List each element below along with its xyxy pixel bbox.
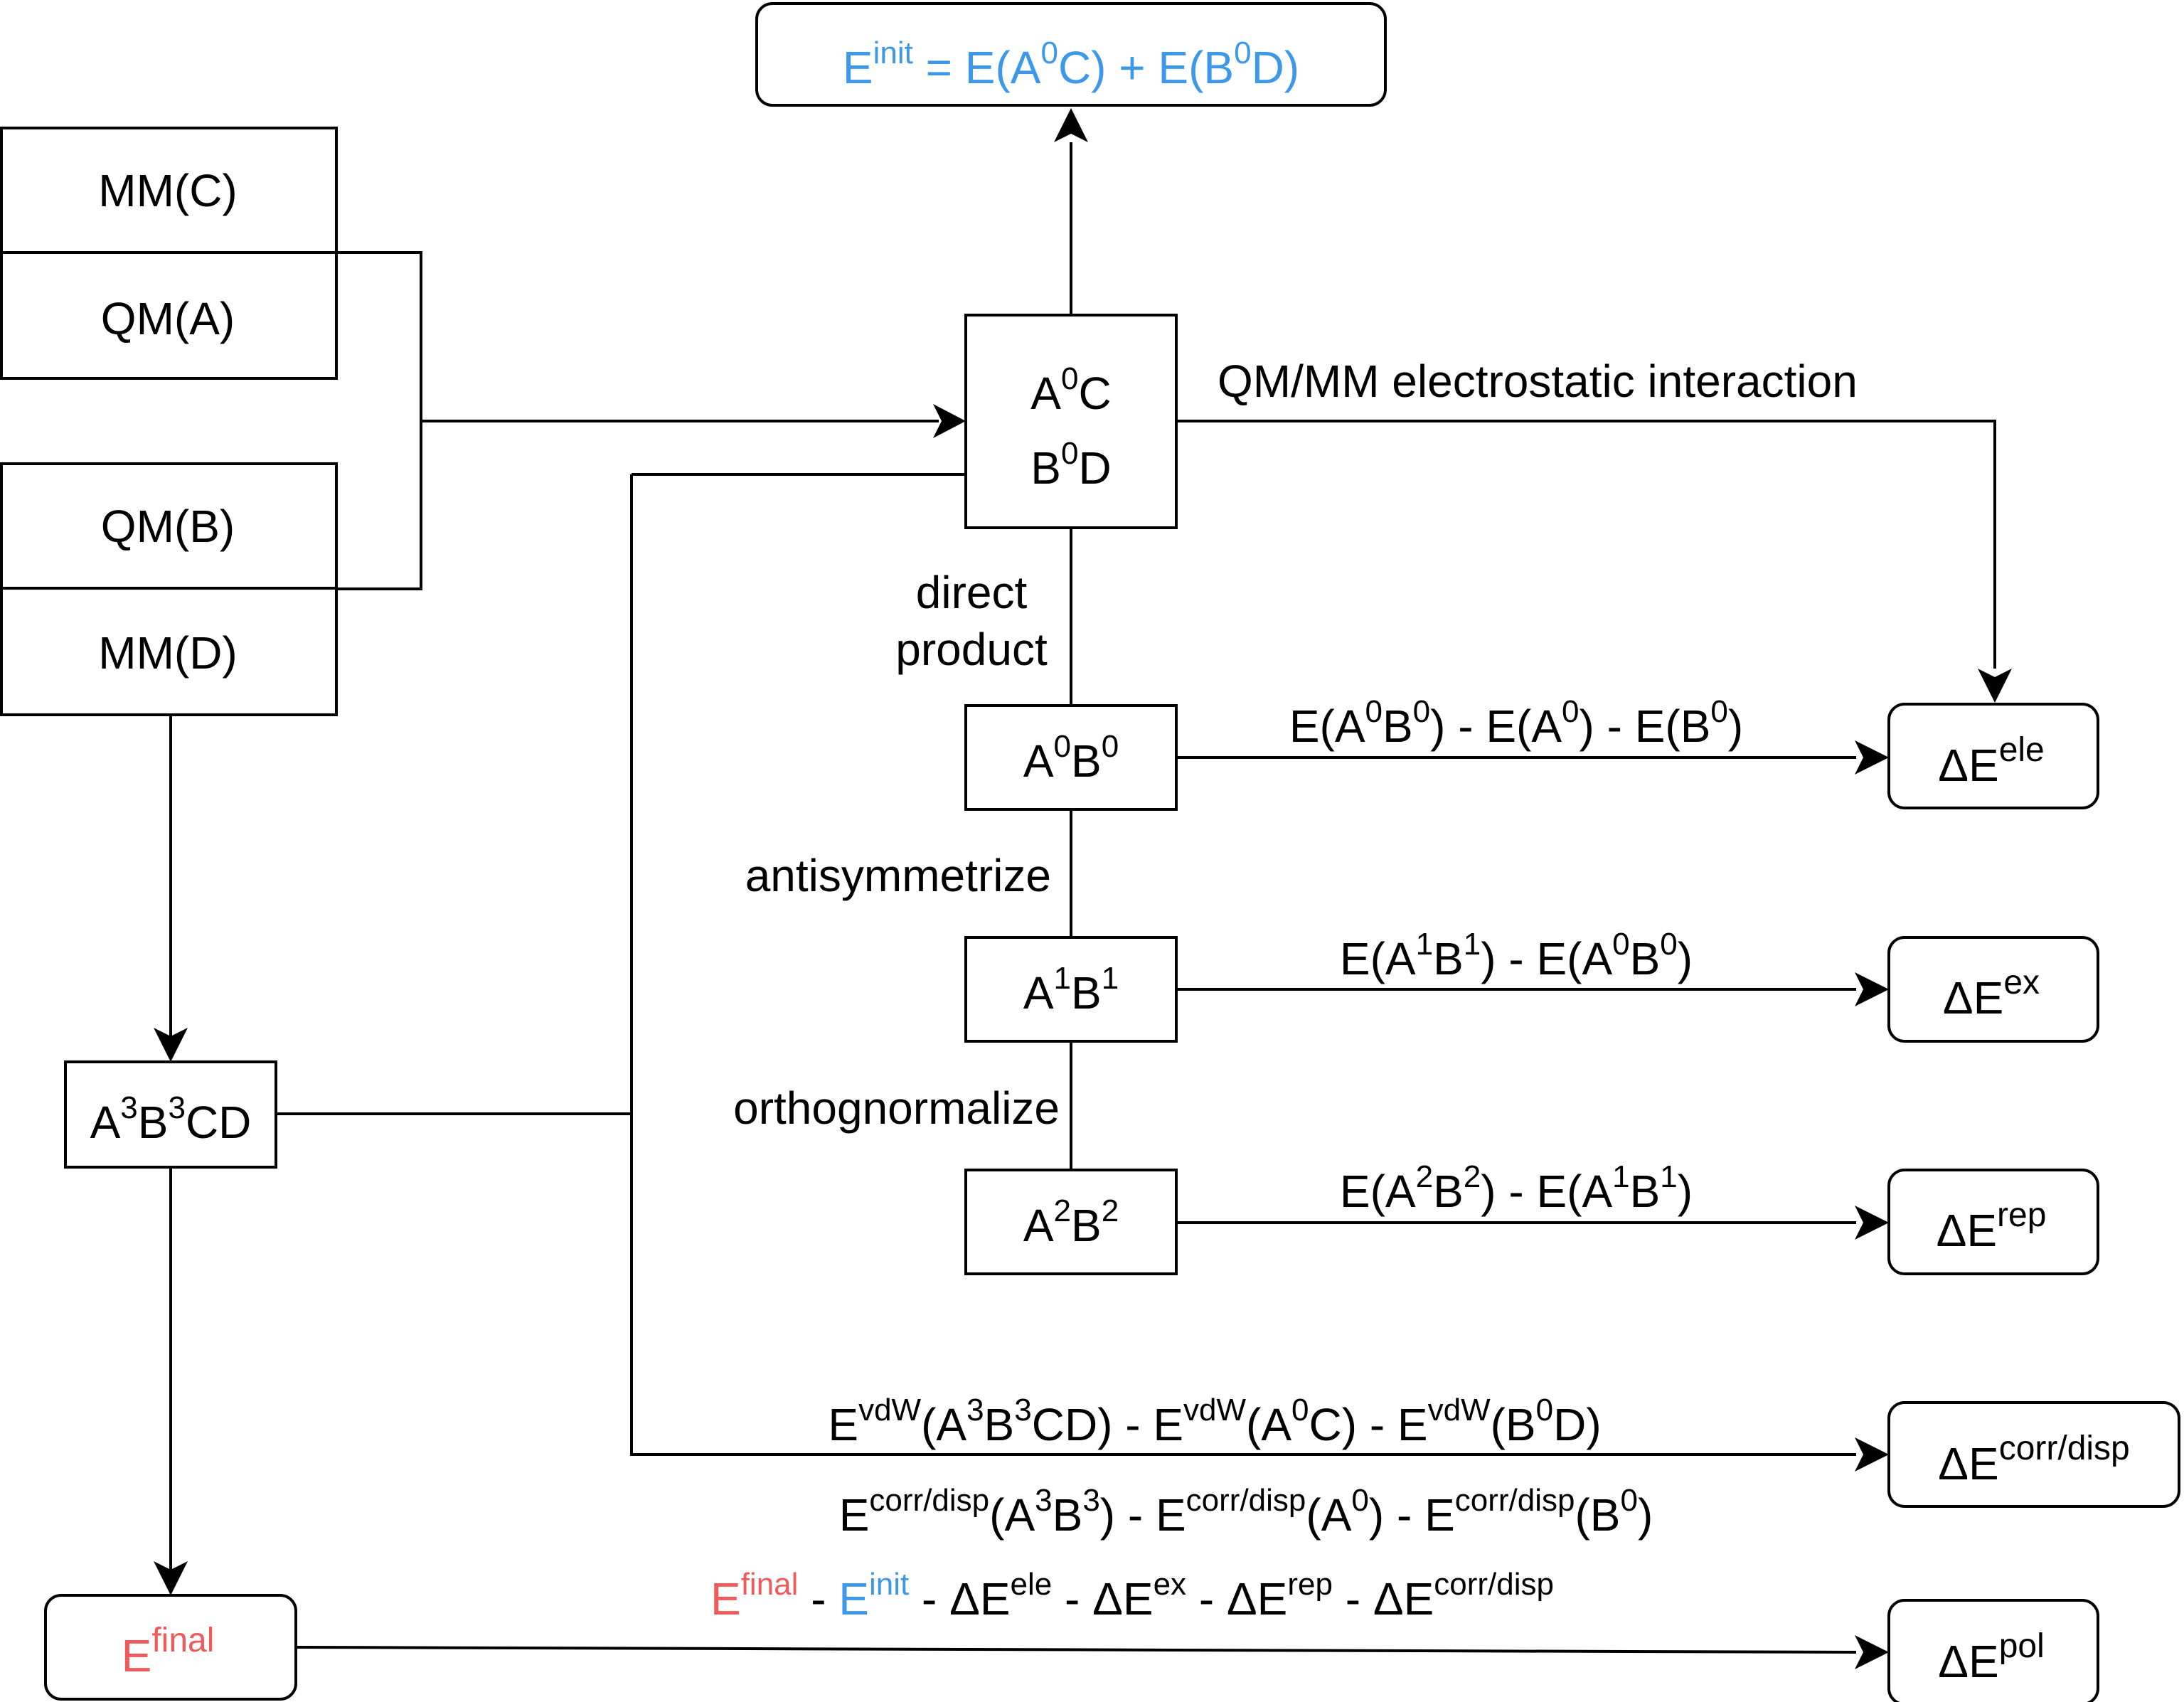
edge-bus-vertical bbox=[630, 474, 1856, 1456]
label-product: product bbox=[895, 624, 1048, 675]
label-a0c: A0C bbox=[1030, 361, 1111, 419]
box-a0c-b0d bbox=[964, 314, 1178, 529]
label-antisymmetrize: antisymmetrize bbox=[745, 850, 1051, 901]
arrowhead-de-pol bbox=[1855, 1635, 1889, 1669]
box-qm-a bbox=[0, 251, 338, 380]
label-vdw-equation: EvdW(A3B3CD) - EvdW(A0C) - EvdW(B0D) bbox=[828, 1393, 1601, 1450]
label-de-pol: ΔEpol bbox=[1938, 1627, 2045, 1687]
label-de-ex: ΔEex bbox=[1943, 964, 2040, 1023]
label-mm-c: MM(C) bbox=[98, 165, 237, 216]
arrowhead-a3b3cd bbox=[154, 1028, 188, 1062]
label-rep-equation: E(A2B2) - E(A1B1) bbox=[1340, 1159, 1693, 1217]
label-a2b2: A2B2 bbox=[1023, 1193, 1119, 1251]
arrowhead-de-ex bbox=[1855, 972, 1889, 1006]
arrowhead-de-ele-top bbox=[1978, 669, 2012, 703]
label-qm-b: QM(B) bbox=[101, 501, 235, 552]
bracket-line bbox=[336, 251, 422, 590]
box-de-ex bbox=[1887, 936, 2099, 1043]
label-corr-equation: Ecorr/disp(A3B3) - Ecorr/disp(A0) - Ecor… bbox=[839, 1483, 1653, 1541]
edge-labels: QM/MM electrostatic interaction direct p… bbox=[710, 356, 1858, 1624]
connectors bbox=[169, 142, 1996, 1654]
box-a2b2 bbox=[964, 1169, 1178, 1275]
arrowhead-einit bbox=[1054, 108, 1088, 142]
label-de-corr: ΔEcorr/disp bbox=[1938, 1430, 2130, 1489]
label-direct: direct bbox=[916, 567, 1028, 618]
arrowhead-a0c bbox=[933, 404, 966, 438]
box-de-corr bbox=[1887, 1401, 2180, 1508]
label-de-ele: ΔEele bbox=[1938, 731, 2045, 791]
box-efinal bbox=[44, 1594, 297, 1701]
arrowhead-de-corr bbox=[1855, 1437, 1889, 1472]
label-ex-equation: E(A1B1) - E(A0B0) bbox=[1340, 927, 1693, 984]
arrowhead-de-rep bbox=[1855, 1206, 1889, 1240]
label-a0b0: A0B0 bbox=[1023, 729, 1119, 787]
label-ele-equation: E(A0B0) - E(A0) - E(B0) bbox=[1289, 694, 1743, 752]
label-a1b1: A1B1 bbox=[1023, 961, 1119, 1018]
label-qm-a: QM(A) bbox=[101, 293, 235, 344]
box-einit bbox=[755, 2, 1387, 107]
label-pol-equation: Efinal - Einit - ΔEele - ΔEex - ΔErep - … bbox=[710, 1567, 1554, 1624]
box-labels: MM(C) QM(A) QM(B) MM(D) Einit = E(A0C) +… bbox=[90, 36, 2130, 1687]
box-a1b1 bbox=[964, 936, 1178, 1043]
arrowheads bbox=[154, 108, 2012, 1669]
label-orthognormalize: orthognormalize bbox=[733, 1083, 1060, 1134]
box-a3b3cd bbox=[64, 1060, 277, 1169]
box-de-rep bbox=[1887, 1169, 2099, 1275]
label-qmmm-electrostatic: QM/MM electrostatic interaction bbox=[1218, 356, 1858, 407]
arrowhead-de-ele bbox=[1855, 740, 1889, 775]
edge-a0c-to-de-ele bbox=[1176, 420, 1996, 669]
box-de-ele bbox=[1887, 703, 2099, 809]
arrowhead-efinal bbox=[154, 1561, 188, 1595]
label-de-rep: ΔErep bbox=[1937, 1196, 2047, 1256]
label-mm-d: MM(D) bbox=[98, 627, 237, 679]
box-a0b0 bbox=[964, 704, 1178, 811]
label-a3b3cd: A3B3CD bbox=[90, 1090, 252, 1148]
box-de-pol bbox=[1887, 1599, 2099, 1702]
edge-efinal-to-de-pol bbox=[295, 1646, 1857, 1654]
label-efinal-box: Efinal bbox=[122, 1622, 215, 1681]
label-einit-box: Einit = E(A0C) + E(B0D) bbox=[843, 36, 1299, 93]
box-mm-d bbox=[0, 587, 338, 716]
label-b0d: B0D bbox=[1030, 436, 1111, 494]
